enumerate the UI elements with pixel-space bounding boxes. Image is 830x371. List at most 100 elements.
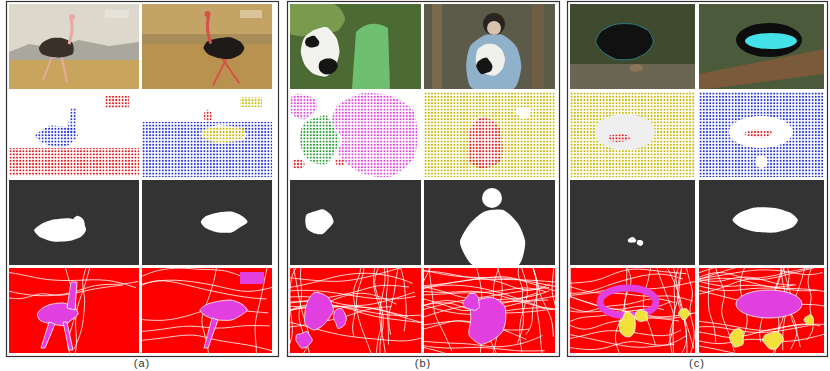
segment-boundary xyxy=(386,268,388,345)
gap xyxy=(729,116,793,148)
segment-boundary xyxy=(552,268,555,338)
panel-frame xyxy=(288,2,560,357)
image-cell xyxy=(142,4,272,90)
dot-region xyxy=(142,122,272,177)
panel-label: (c) xyxy=(689,357,705,370)
ostrich-neck xyxy=(69,18,72,44)
ostrich-leg xyxy=(43,54,53,80)
segment-boundary xyxy=(699,345,819,353)
segment-boundary xyxy=(699,270,823,280)
dot-region xyxy=(424,92,555,177)
image-cell xyxy=(142,92,272,177)
segment xyxy=(200,300,247,320)
ostrich-leg xyxy=(61,54,67,82)
ground xyxy=(570,64,695,89)
segment xyxy=(305,292,334,330)
sky xyxy=(9,4,139,89)
gap xyxy=(595,114,655,150)
panda-patch xyxy=(305,36,319,48)
segment xyxy=(729,328,743,347)
panda-patch xyxy=(319,58,338,74)
panel-label: (a) xyxy=(134,357,150,370)
mask xyxy=(637,240,643,246)
segment xyxy=(619,312,635,337)
image-cell xyxy=(424,180,555,276)
segment xyxy=(804,315,814,326)
segment-boundary xyxy=(74,268,87,349)
segment xyxy=(762,332,783,350)
dot-region xyxy=(204,110,212,123)
segment-boundary xyxy=(699,351,824,353)
person-head xyxy=(483,13,505,35)
segment-boundary xyxy=(290,273,413,288)
mask xyxy=(482,188,502,208)
segment-boundary xyxy=(290,268,395,271)
mask xyxy=(733,207,798,232)
panel-frame xyxy=(7,2,279,357)
panel-frame xyxy=(568,2,828,357)
dot-region xyxy=(609,134,630,142)
ostrich-leg xyxy=(213,55,228,86)
mask xyxy=(628,237,637,243)
segment xyxy=(736,290,802,318)
mask xyxy=(305,209,333,234)
panda xyxy=(476,44,505,76)
segment xyxy=(41,322,55,348)
gap xyxy=(200,125,247,143)
background xyxy=(699,4,824,89)
segment xyxy=(463,293,480,310)
segment xyxy=(678,308,689,319)
image-cell xyxy=(278,0,421,89)
image-cell xyxy=(699,4,824,90)
mask xyxy=(460,210,525,265)
image-cell xyxy=(562,263,700,365)
dot-region xyxy=(570,92,695,177)
segment-boundary xyxy=(570,342,674,350)
person-face xyxy=(487,21,501,35)
panda-patch xyxy=(476,58,492,75)
background xyxy=(142,92,272,177)
dot-region xyxy=(292,159,304,170)
image-cell xyxy=(285,252,432,361)
image-cell xyxy=(137,263,277,367)
image-cell xyxy=(9,180,139,265)
ground xyxy=(9,60,139,89)
bird xyxy=(736,23,802,57)
green-slide xyxy=(352,24,390,89)
image-cell xyxy=(4,263,139,368)
hills xyxy=(9,40,139,62)
segment-boundary xyxy=(699,326,808,333)
tree-trunk xyxy=(432,4,442,89)
background xyxy=(142,180,272,265)
segment xyxy=(333,308,346,328)
segment-boundary xyxy=(699,321,820,331)
segment-boundary xyxy=(655,268,673,353)
background xyxy=(570,4,695,89)
segment xyxy=(67,282,77,310)
segment-boundary xyxy=(424,345,545,351)
panda xyxy=(301,27,340,77)
dot-region xyxy=(468,117,502,169)
segment-boundary xyxy=(708,268,715,342)
dot-region xyxy=(240,97,262,107)
segment-boundary xyxy=(380,268,386,353)
image-cell xyxy=(570,92,695,177)
dot-region xyxy=(699,92,824,177)
segment-boundary xyxy=(526,268,537,334)
image-cell xyxy=(570,4,695,90)
segment-boundary xyxy=(142,326,270,332)
segment xyxy=(296,331,313,348)
image-cell xyxy=(699,92,824,177)
image-cell xyxy=(290,180,421,265)
image-cell xyxy=(699,180,824,265)
tree-trunk xyxy=(532,4,544,89)
image-cell xyxy=(142,180,272,265)
image-cell xyxy=(288,92,421,177)
gap xyxy=(755,156,768,168)
ostrich-head xyxy=(205,11,211,17)
gap xyxy=(515,107,531,119)
segment-boundary xyxy=(9,285,123,298)
ostrich-head xyxy=(69,14,75,20)
